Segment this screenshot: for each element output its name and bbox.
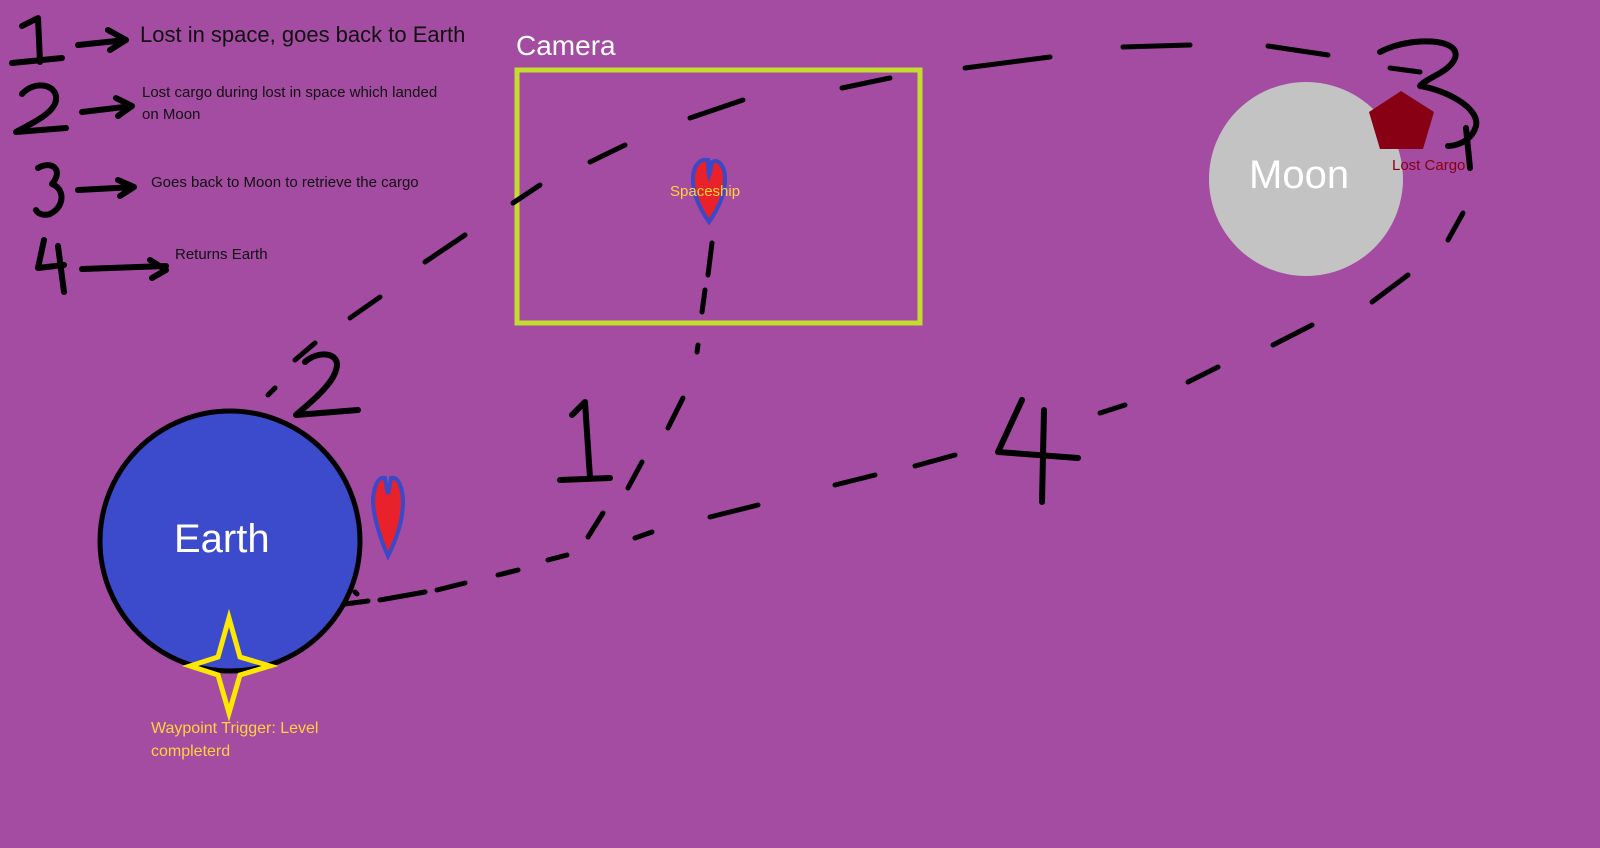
path-number-four bbox=[995, 397, 1081, 505]
earth-label: Earth bbox=[174, 517, 270, 561]
legend-item-1-text: Lost in space, goes back to Earth bbox=[140, 22, 466, 47]
legend-item-2-text: Lost cargo during lost in space which la… bbox=[142, 84, 438, 123]
camera-label: Camera bbox=[516, 30, 616, 61]
moon-planet bbox=[1209, 82, 1403, 276]
spaceship-label: Spaceship bbox=[670, 183, 741, 200]
legend-item-3-text: Goes back to Moon to retrieve the cargo bbox=[151, 174, 419, 191]
lost-cargo-pentagon bbox=[1369, 91, 1434, 149]
earth-planet bbox=[97, 408, 363, 674]
waypoint-trigger-label: Waypoint Trigger: Level completerd bbox=[151, 720, 319, 760]
path-number-one bbox=[557, 399, 613, 483]
moon-label: Moon bbox=[1249, 153, 1350, 197]
path-number-markers bbox=[293, 38, 1480, 505]
waypoint-star-icon bbox=[181, 608, 279, 722]
spaceship-near-earth bbox=[370, 475, 406, 561]
path-number-two bbox=[293, 351, 361, 418]
flight-path bbox=[265, 42, 1466, 607]
lost-cargo-label: Lost Cargo bbox=[1392, 157, 1466, 174]
camera-frame bbox=[514, 67, 923, 326]
legend-markers bbox=[9, 15, 169, 295]
spaceship-in-camera bbox=[690, 157, 728, 226]
path-number-three bbox=[1377, 38, 1480, 171]
legend-item-4-text: Returns Earth bbox=[175, 246, 268, 263]
